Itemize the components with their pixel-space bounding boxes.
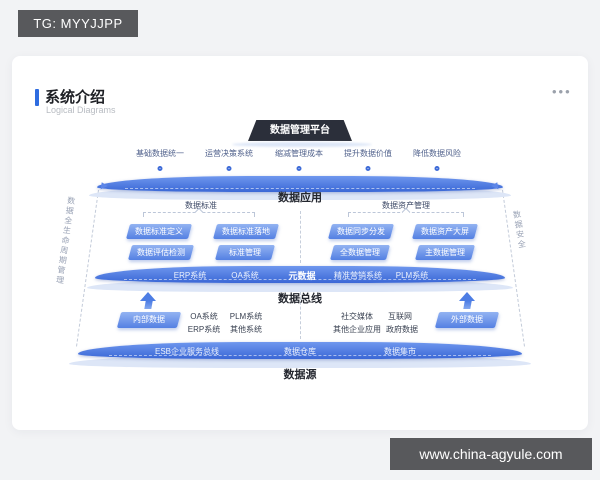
more-menu-icon[interactable]: ••• bbox=[552, 84, 572, 99]
feature-button-label: 数据标准定义 bbox=[135, 227, 183, 236]
feature-button: 全数据管理 bbox=[329, 245, 391, 260]
connector-dot bbox=[157, 166, 163, 171]
feature-button: 数据标准落地 bbox=[212, 224, 280, 239]
feature-button-label: 数据资产大屏 bbox=[421, 227, 469, 236]
system-item: 其他企业应用 bbox=[333, 325, 381, 334]
benefit-label: 降低数据风险 bbox=[413, 149, 461, 158]
platform-shadow bbox=[232, 142, 372, 147]
benefit-label: 缩减管理成本 bbox=[275, 149, 323, 158]
system-item: 互联网 bbox=[388, 312, 412, 321]
system-item: 社交媒体 bbox=[341, 312, 373, 321]
bus-system-label: 元数据 bbox=[288, 271, 316, 281]
feature-button-label: 数据标准落地 bbox=[222, 227, 270, 236]
bus-layer-echo bbox=[87, 280, 513, 292]
benefit-label: 基础数据统一 bbox=[136, 149, 184, 158]
source-system-label: 数据集市 bbox=[384, 347, 416, 356]
feature-button-label: 全数据管理 bbox=[340, 248, 380, 257]
group-title-standards: 数据标准 bbox=[185, 201, 217, 210]
source-layer-echo bbox=[69, 356, 531, 368]
bus-system-label: PLM系统 bbox=[395, 271, 429, 280]
external-data-label: 外部数据 bbox=[451, 315, 483, 324]
source-layer-band bbox=[78, 342, 522, 359]
system-item: 其他系统 bbox=[230, 325, 262, 334]
system-item: PLM系统 bbox=[229, 312, 263, 321]
page-title: 系统介绍 bbox=[45, 89, 106, 106]
bus-layer-band bbox=[95, 266, 505, 283]
feature-button: 数据评估检测 bbox=[127, 245, 195, 260]
group-title-assets: 数据资产管理 bbox=[382, 201, 430, 210]
center-divider bbox=[300, 287, 301, 339]
source-layer-label: 数据源 bbox=[283, 369, 317, 381]
connector-dot bbox=[365, 166, 371, 171]
watermark-website: www.china-agyule.com bbox=[390, 438, 592, 470]
watermark-telegram: TG: MYYJJPP bbox=[18, 10, 138, 37]
external-data-box: 外部数据 bbox=[434, 312, 500, 328]
internal-data-label: 内部数据 bbox=[133, 315, 165, 324]
feature-button: 数据同步分发 bbox=[327, 224, 395, 239]
benefit-label: 运营决策系统 bbox=[205, 149, 253, 158]
connector-dot bbox=[296, 166, 302, 171]
feature-button: 标准管理 bbox=[214, 245, 276, 260]
connector-dot bbox=[226, 166, 232, 171]
feature-button: 主数据管理 bbox=[414, 245, 476, 260]
source-system-label: 数据仓库 bbox=[284, 347, 316, 356]
feature-button-label: 数据同步分发 bbox=[337, 227, 385, 236]
benefit-label: 提升数据价值 bbox=[344, 149, 392, 158]
arrow-up-icon bbox=[140, 292, 156, 309]
system-item: 政府数据 bbox=[386, 325, 418, 334]
feature-button-label: 数据评估检测 bbox=[137, 248, 185, 257]
bus-layer-label: 数据总线 bbox=[278, 293, 322, 305]
dashed-bracket bbox=[348, 212, 464, 217]
system-item: ERP系统 bbox=[187, 325, 221, 334]
title-accent-bar bbox=[35, 89, 39, 106]
system-item: OA系统 bbox=[190, 312, 218, 321]
feature-button-label: 主数据管理 bbox=[425, 248, 465, 257]
page-subtitle: Logical Diagrams bbox=[46, 105, 116, 115]
source-system-label: ESB企业服务总线 bbox=[154, 347, 220, 356]
dashed-bracket bbox=[143, 212, 255, 217]
bus-system-label: ERP系统 bbox=[173, 271, 207, 280]
center-divider bbox=[300, 211, 301, 263]
bus-system-label: 精准营销系统 bbox=[334, 271, 382, 280]
feature-button-label: 标准管理 bbox=[229, 248, 261, 257]
connector-dot bbox=[434, 166, 440, 171]
feature-button: 数据标准定义 bbox=[125, 224, 193, 239]
bus-system-label: OA系统 bbox=[231, 271, 259, 280]
app-layer-label: 数据应用 bbox=[278, 192, 322, 204]
arrow-up-icon bbox=[459, 292, 475, 309]
platform-title-box: 数据管理平台 bbox=[248, 120, 352, 141]
feature-button: 数据资产大屏 bbox=[411, 224, 479, 239]
app-layer-band bbox=[97, 176, 503, 192]
internal-data-box: 内部数据 bbox=[116, 312, 182, 328]
